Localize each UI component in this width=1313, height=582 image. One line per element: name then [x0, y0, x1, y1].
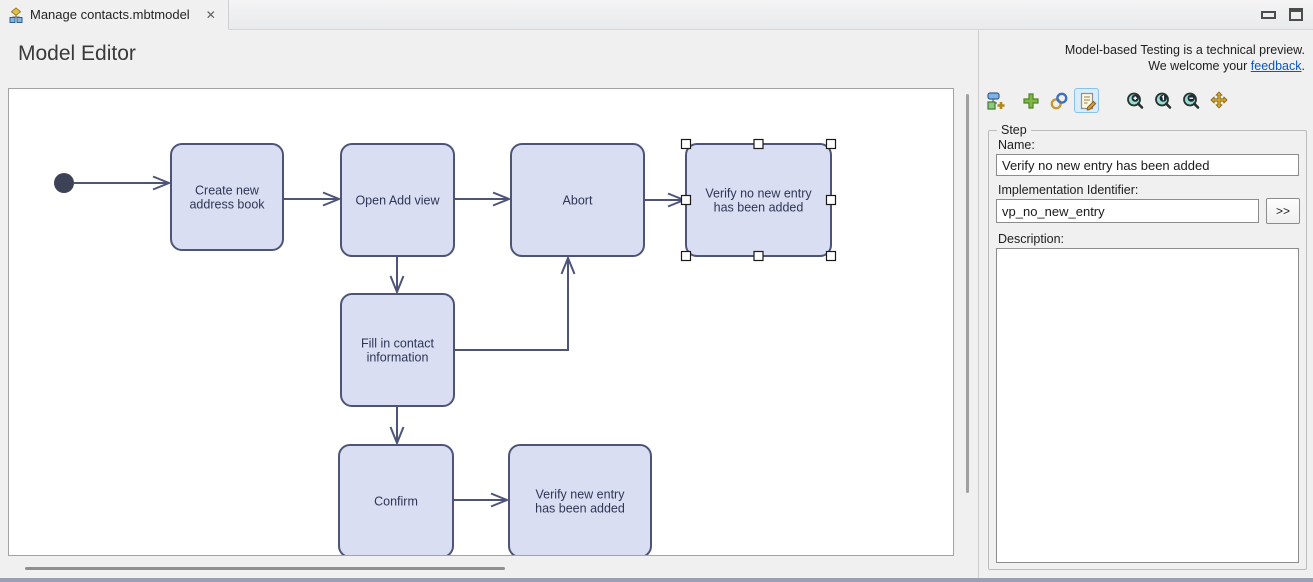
svg-text:address book: address book — [189, 198, 265, 212]
transition-edge[interactable] — [389, 256, 405, 295]
selection-handle[interactable] — [825, 138, 837, 150]
editor-tab-bar: Manage contacts.mbtmodel ✕ — [0, 0, 1313, 30]
transition-edge[interactable] — [454, 191, 512, 207]
minimize-icon[interactable] — [1261, 11, 1276, 19]
tab-manage-contacts[interactable]: Manage contacts.mbtmodel ✕ — [0, 0, 229, 30]
svg-text:Fill in contact: Fill in contact — [361, 337, 434, 351]
properties-panel: Model-based Testing is a technical previ… — [981, 30, 1313, 578]
transition-edge[interactable] — [283, 191, 342, 207]
transition-edge[interactable] — [454, 255, 576, 351]
tab-close-icon[interactable]: ✕ — [205, 7, 216, 22]
preview-notice: Model-based Testing is a technical previ… — [1064, 43, 1305, 73]
page-title: Model Editor — [18, 42, 136, 65]
implementation-browse-button[interactable]: >> — [1266, 198, 1300, 224]
selection-handle[interactable] — [753, 138, 764, 150]
step-group: Step Name: Implementation Identifier: >>… — [988, 123, 1307, 570]
zoom-original-icon[interactable] — [1150, 88, 1175, 113]
implementation-identifier-label: Implementation Identifier: — [998, 183, 1139, 197]
selection-handle[interactable] — [825, 250, 837, 262]
edit-properties-icon[interactable] — [1074, 88, 1099, 113]
add-icon[interactable] — [1018, 88, 1043, 113]
svg-text:Confirm: Confirm — [374, 495, 418, 509]
selection-handle[interactable] — [680, 194, 692, 206]
selection-handle[interactable] — [825, 194, 837, 206]
selection-handle[interactable] — [753, 250, 764, 262]
maximize-icon[interactable] — [1289, 8, 1303, 21]
svg-text:Verify new entry: Verify new entry — [536, 488, 626, 502]
vertical-scrollbar[interactable] — [966, 94, 969, 493]
description-label: Description: — [998, 232, 1064, 246]
panel-sash[interactable] — [978, 30, 979, 579]
svg-text:has been added: has been added — [714, 201, 804, 215]
svg-text:Verify no new entry: Verify no new entry — [705, 187, 812, 201]
zoom-out-icon[interactable] — [1178, 88, 1203, 113]
svg-text:Open Add view: Open Add view — [355, 194, 440, 208]
svg-text:Create new: Create new — [195, 184, 260, 198]
svg-text:information: information — [367, 351, 429, 365]
mbtmodel-file-icon — [9, 6, 23, 23]
fit-to-view-icon[interactable] — [1206, 88, 1231, 113]
node-open-add-view[interactable]: Open Add view — [340, 143, 455, 257]
link-icon[interactable] — [1046, 88, 1071, 113]
selection-handle[interactable] — [680, 138, 692, 150]
node-confirm[interactable]: Confirm — [338, 444, 454, 558]
tab-title: Manage contacts.mbtmodel — [30, 7, 190, 22]
group-title: Step — [997, 123, 1031, 137]
description-textarea[interactable] — [996, 248, 1299, 563]
transition-edge[interactable] — [74, 175, 172, 191]
transition-edge[interactable] — [389, 406, 405, 446]
node-abort[interactable]: Abort — [510, 143, 645, 257]
panel-toolbar — [983, 88, 1231, 113]
selection-handle[interactable] — [680, 250, 692, 262]
transition-edge[interactable] — [453, 492, 510, 508]
add-model-element-icon[interactable] — [983, 88, 1008, 113]
svg-text:has been added: has been added — [535, 502, 625, 516]
svg-text:Abort: Abort — [563, 194, 593, 208]
horizontal-scrollbar[interactable] — [25, 567, 505, 570]
zoom-in-icon[interactable] — [1122, 88, 1147, 113]
implementation-identifier-input[interactable] — [996, 199, 1259, 223]
transition-edge[interactable] — [644, 192, 687, 208]
window-bottom-edge — [0, 578, 1313, 582]
feedback-link[interactable]: feedback — [1250, 59, 1302, 73]
name-input[interactable] — [996, 154, 1299, 176]
name-label: Name: — [998, 138, 1035, 152]
start-node[interactable] — [54, 173, 74, 193]
